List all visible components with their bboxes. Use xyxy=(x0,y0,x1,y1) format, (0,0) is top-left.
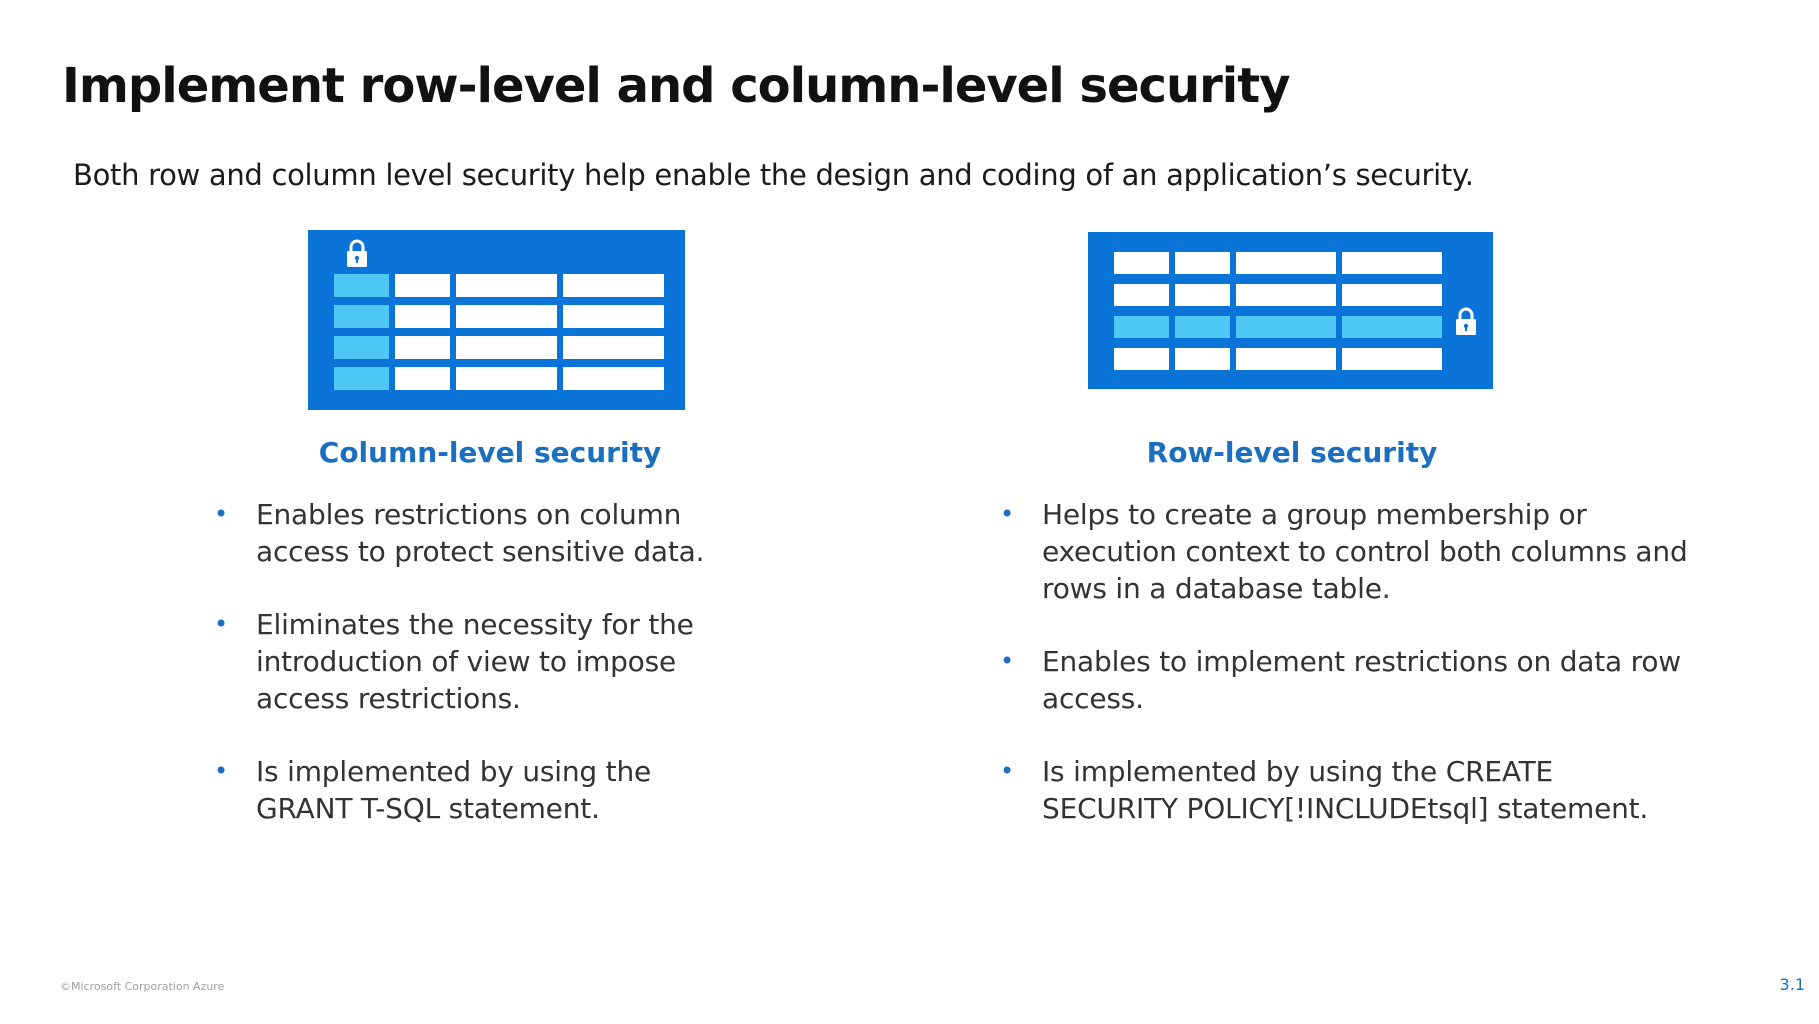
list-item: • Helps to create a group membership or … xyxy=(996,496,1696,607)
table-cell-highlighted xyxy=(334,367,389,390)
table-cell-highlighted xyxy=(334,274,389,297)
table-cell xyxy=(1175,284,1230,306)
column-level-table-illustration xyxy=(308,230,685,410)
table-cell xyxy=(1114,252,1169,274)
table-cell xyxy=(563,336,664,359)
table-cell xyxy=(395,274,450,297)
slide-title: Implement row-level and column-level sec… xyxy=(62,58,1290,114)
bullet-text: Helps to create a group membership or ex… xyxy=(1042,498,1688,605)
row-level-heading: Row-level security xyxy=(1146,436,1438,469)
row-level-table-illustration xyxy=(1088,232,1493,389)
bullet-text: Is implemented by using the CREATE SECUR… xyxy=(1042,755,1649,825)
bullet-text: Enables restrictions on column access to… xyxy=(256,498,705,568)
table-cell xyxy=(395,305,450,328)
table-cell xyxy=(456,367,557,390)
table-cell-highlighted xyxy=(334,336,389,359)
row-level-bullet-list: • Helps to create a group membership or … xyxy=(996,496,1696,863)
table-cell xyxy=(1236,252,1336,274)
table-cell-highlighted xyxy=(1114,316,1169,338)
bullet-text: Enables to implement restrictions on dat… xyxy=(1042,645,1682,715)
list-item: • Is implemented by using the GRANT T-SQ… xyxy=(210,753,730,827)
column-level-bullet-list: • Enables restrictions on column access … xyxy=(210,496,730,863)
table-cell xyxy=(563,274,664,297)
column-level-heading: Column-level security xyxy=(318,436,662,469)
bullet-icon: • xyxy=(1000,757,1014,785)
table-cell xyxy=(1175,252,1230,274)
list-item: • Enables to implement restrictions on d… xyxy=(996,643,1696,717)
table-cell-highlighted xyxy=(1175,316,1230,338)
table-cell xyxy=(1236,284,1336,306)
list-item: • Enables restrictions on column access … xyxy=(210,496,730,570)
bullet-icon: • xyxy=(1000,647,1014,675)
table-cell xyxy=(456,274,557,297)
bullet-icon: • xyxy=(214,610,228,638)
table-cell xyxy=(563,305,664,328)
page-number: 3.1 xyxy=(1779,975,1805,994)
table-cell xyxy=(1114,284,1169,306)
list-item: • Eliminates the necessity for the intro… xyxy=(210,606,730,717)
table-cell xyxy=(1175,348,1230,370)
table-cell-highlighted xyxy=(1236,316,1336,338)
bullet-text: Eliminates the necessity for the introdu… xyxy=(256,608,694,715)
lock-icon xyxy=(1456,307,1476,335)
table-cell xyxy=(1342,348,1442,370)
table-cell xyxy=(456,336,557,359)
table-cell xyxy=(563,367,664,390)
bullet-icon: • xyxy=(214,757,228,785)
table-cell xyxy=(395,367,450,390)
list-item: • Is implemented by using the CREATE SEC… xyxy=(996,753,1696,827)
copyright-footer: ©Microsoft Corporation Azure xyxy=(60,980,225,993)
table-cell xyxy=(395,336,450,359)
table-cell xyxy=(1342,252,1442,274)
slide-subtitle: Both row and column level security help … xyxy=(73,158,1474,192)
table-cell-highlighted xyxy=(334,305,389,328)
bullet-text: Is implemented by using the GRANT T-SQL … xyxy=(256,755,652,825)
lock-icon xyxy=(347,239,367,267)
bullet-icon: • xyxy=(214,500,228,528)
table-cell xyxy=(456,305,557,328)
table-cell xyxy=(1236,348,1336,370)
bullet-icon: • xyxy=(1000,500,1014,528)
table-cell xyxy=(1114,348,1169,370)
table-cell xyxy=(1342,284,1442,306)
table-cell-highlighted xyxy=(1342,316,1442,338)
